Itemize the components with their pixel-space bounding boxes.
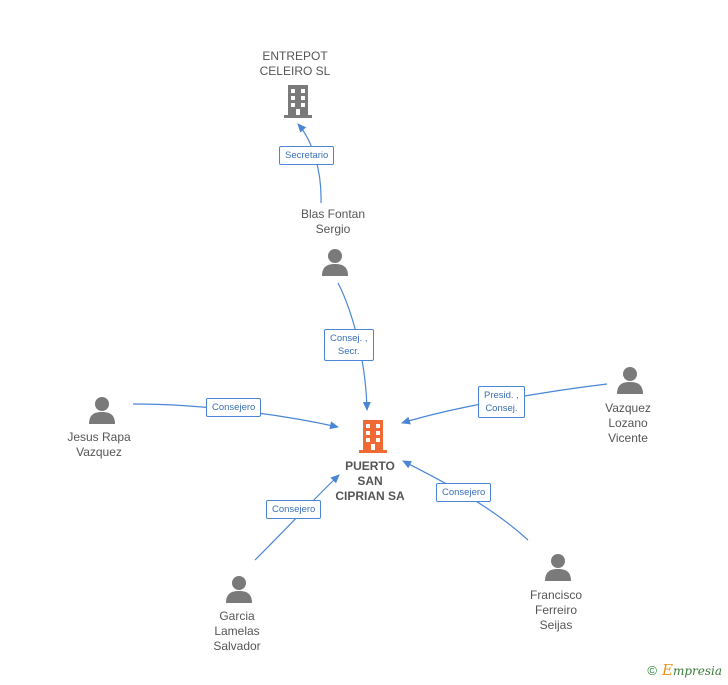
node-vazquez-label[interactable]: Vazquez Lozano Vicente [605,401,651,445]
footer-brand: © Empresia [647,661,722,679]
node-garcia-label[interactable]: Garcia Lamelas Salvador [213,609,261,653]
node-francisco-label[interactable]: Francisco Ferreiro Seijas [529,588,582,632]
edge-label-jesus-consejero[interactable]: Consejero [206,398,262,417]
copyright-icon: © [647,662,657,678]
edge-label-francisco-consejero[interactable]: Consejero [436,483,492,502]
person-icon[interactable] [87,395,117,425]
edge-label-consej-secr[interactable]: Consej. , Secr. [324,329,374,361]
edge-label-secretario[interactable]: Secretario [279,146,335,165]
node-jesus-label[interactable]: Jesus Rapa Vazquez [67,430,131,459]
building-icon[interactable] [282,83,314,119]
node-blas-label[interactable]: Blas Fontan Sergio [300,207,366,236]
edge-label-presid-consej[interactable]: Presid. , Consej. [478,386,525,418]
node-entrepot-label[interactable]: ENTREPOT CELEIRO SL [259,49,331,78]
person-icon[interactable] [224,574,254,604]
person-icon[interactable] [615,365,645,395]
person-icon[interactable] [320,247,350,277]
node-puerto-label[interactable]: PUERTO SAN CIPRIAN SA [335,459,405,503]
edge-label-garcia-consejero[interactable]: Consejero [266,500,322,519]
brand-logo: Empresia [661,661,722,679]
person-icon[interactable] [543,552,573,582]
main-building-icon[interactable] [358,418,388,454]
